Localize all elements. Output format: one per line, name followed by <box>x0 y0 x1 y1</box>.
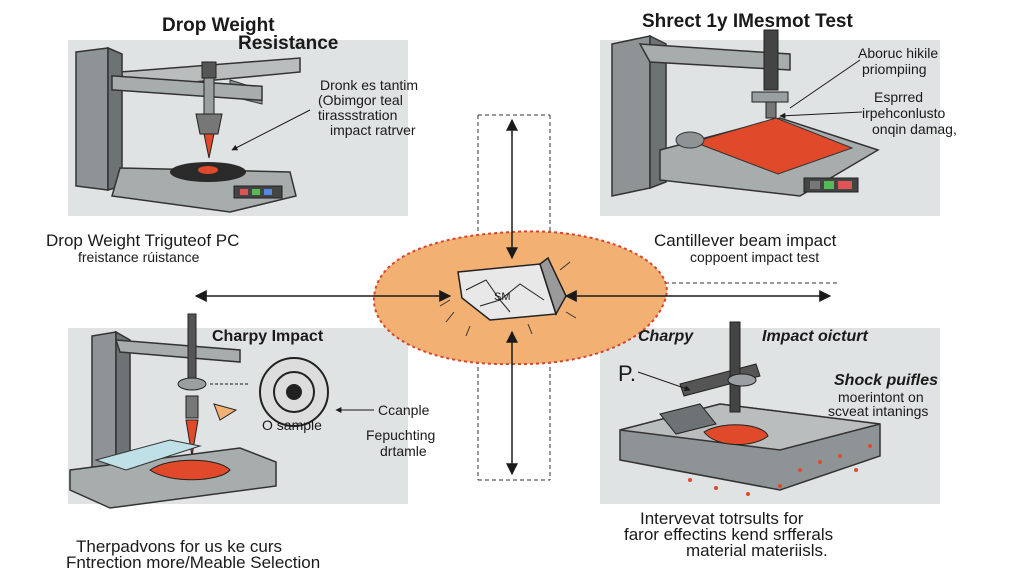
bottom-left-caption-1: Therpadvons for us ke curs <box>76 537 282 556</box>
bottom-left-sample-label-b: O sample <box>262 417 322 433</box>
top-right-callout-b-1: Esprred <box>874 89 924 105</box>
top-right-callout-b-2: irpehconlusto <box>862 105 946 121</box>
bottom-left-callout-2: drtamle <box>380 443 427 459</box>
bottom-right-marker: P. <box>618 361 636 386</box>
shock-body-2: scveat intanings <box>828 403 929 419</box>
shock-body-1: moerintont on <box>838 389 924 405</box>
bottom-right-title-b: Impact oicturt <box>762 328 868 345</box>
fractured-specimen <box>457 263 557 321</box>
top-left-title-1: Drop Weight <box>162 15 275 36</box>
shock-title: Shock puifles <box>834 372 939 389</box>
top-right-caption-2: coppoent impact test <box>690 249 820 265</box>
top-left-callout-2: (Obimgor teal <box>318 92 403 108</box>
top-left-title-2: Resistance <box>238 33 339 54</box>
bottom-left-callout-1: Fepuchting <box>366 427 436 443</box>
top-right-caption-1: Cantillever beam impact <box>654 231 837 250</box>
top-right-callout-a-2: priompiing <box>862 61 927 77</box>
specimen-label: SM <box>494 291 511 303</box>
top-left-caption-2: freistance rúistance <box>78 249 200 265</box>
top-left-callout-4: impact ratrver <box>330 122 416 138</box>
top-right-callout-a-1: Aboruc hikile <box>858 45 939 61</box>
shock-impact-machine <box>619 321 881 496</box>
cantilever-beam-machine <box>611 29 880 197</box>
bottom-right-caption-2: faror effectins kend srfferals <box>624 525 834 544</box>
top-right-title: Shrect 1y IMesmot Test <box>642 11 853 32</box>
top-right-callout-b-3: onqin damag, <box>872 121 957 137</box>
charpy-machine <box>69 313 374 509</box>
drop-weight-machine <box>75 46 311 213</box>
center-impact-blob <box>372 230 668 366</box>
top-left-callout-3: tirassstration <box>318 107 398 123</box>
bottom-left-title: Charpy Impact <box>212 328 324 345</box>
bottom-left-caption-2: Fntrection more/Meable Selection <box>66 553 321 572</box>
top-left-caption-1: Drop Weight Triguteof PC <box>46 231 240 250</box>
bottom-left-sample-label-a: Ccanple <box>378 402 430 418</box>
top-left-callout-1: Dronk es tantim <box>320 77 419 93</box>
bottom-right-caption-1: Intervevat totrsults for <box>640 509 804 528</box>
bottom-right-title-a: Charpy <box>638 328 694 345</box>
main-arrows <box>194 118 832 476</box>
bottom-right-caption-3: material materiisls. <box>686 541 828 560</box>
